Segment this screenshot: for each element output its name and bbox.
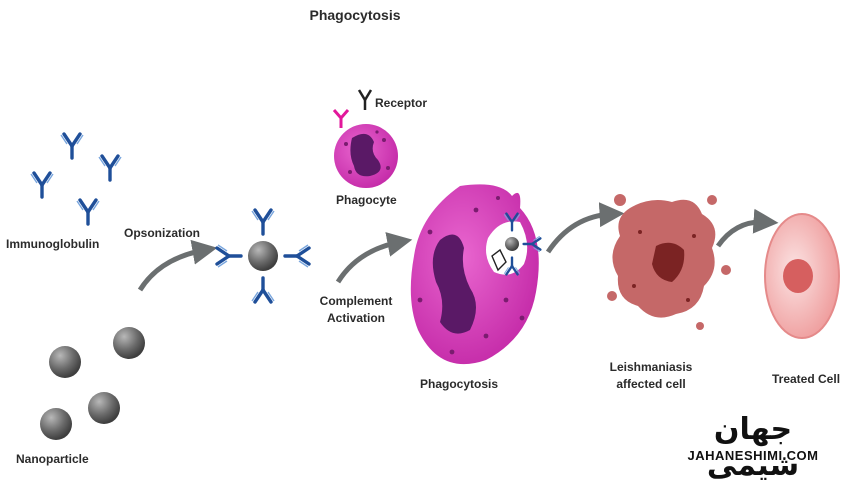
nanoparticle-cluster [40,327,145,440]
treated-cell-label: Treated Cell [772,372,841,386]
antibody-icon [97,154,123,182]
arrow-complement [335,232,413,284]
opsonization-label: Opsonization [124,226,200,240]
phagocyte-cell [334,124,398,188]
leishmaniasis-label-line1: Leishmaniasis [609,360,693,374]
arrow-leishmaniasis [545,202,625,254]
arrow-opsonization [137,239,218,292]
complement-label-line2: Activation [326,311,385,325]
antibody-icon [75,198,101,226]
brand-url: JAHANESHIMI.COM [687,448,819,463]
receptor-pink-icon [332,109,350,128]
nanoparticle [49,346,81,378]
page-title: Phagocytosis [309,7,401,23]
phagocyte-label: Phagocyte [336,193,397,207]
nanoparticle-label: Nanoparticle [16,452,89,466]
leishmaniasis-label-line2: affected cell [616,377,686,391]
antibody-icon [29,171,55,199]
phagocytosis-label: Phagocytosis [420,377,499,391]
nanoparticle [88,392,120,424]
brand-logo: جهان شیمی JAHANESHIMI.COM [668,412,838,483]
treated-cell [764,213,840,339]
antibody-icon [59,132,85,160]
complement-label-line1: Complement [319,294,393,308]
receptor-label: Receptor [375,96,428,110]
phagocytosis-cell [410,184,542,365]
receptor-icon [357,89,373,110]
nanoparticle [40,408,72,440]
nanoparticle [113,327,145,359]
arrow-treated [715,208,779,248]
leishmaniasis-cell [607,194,731,330]
immunoglobulin-cluster [29,132,123,226]
opsonized-nanoparticle [215,208,311,304]
immunoglobulin-label: Immunoglobulin [6,237,100,251]
